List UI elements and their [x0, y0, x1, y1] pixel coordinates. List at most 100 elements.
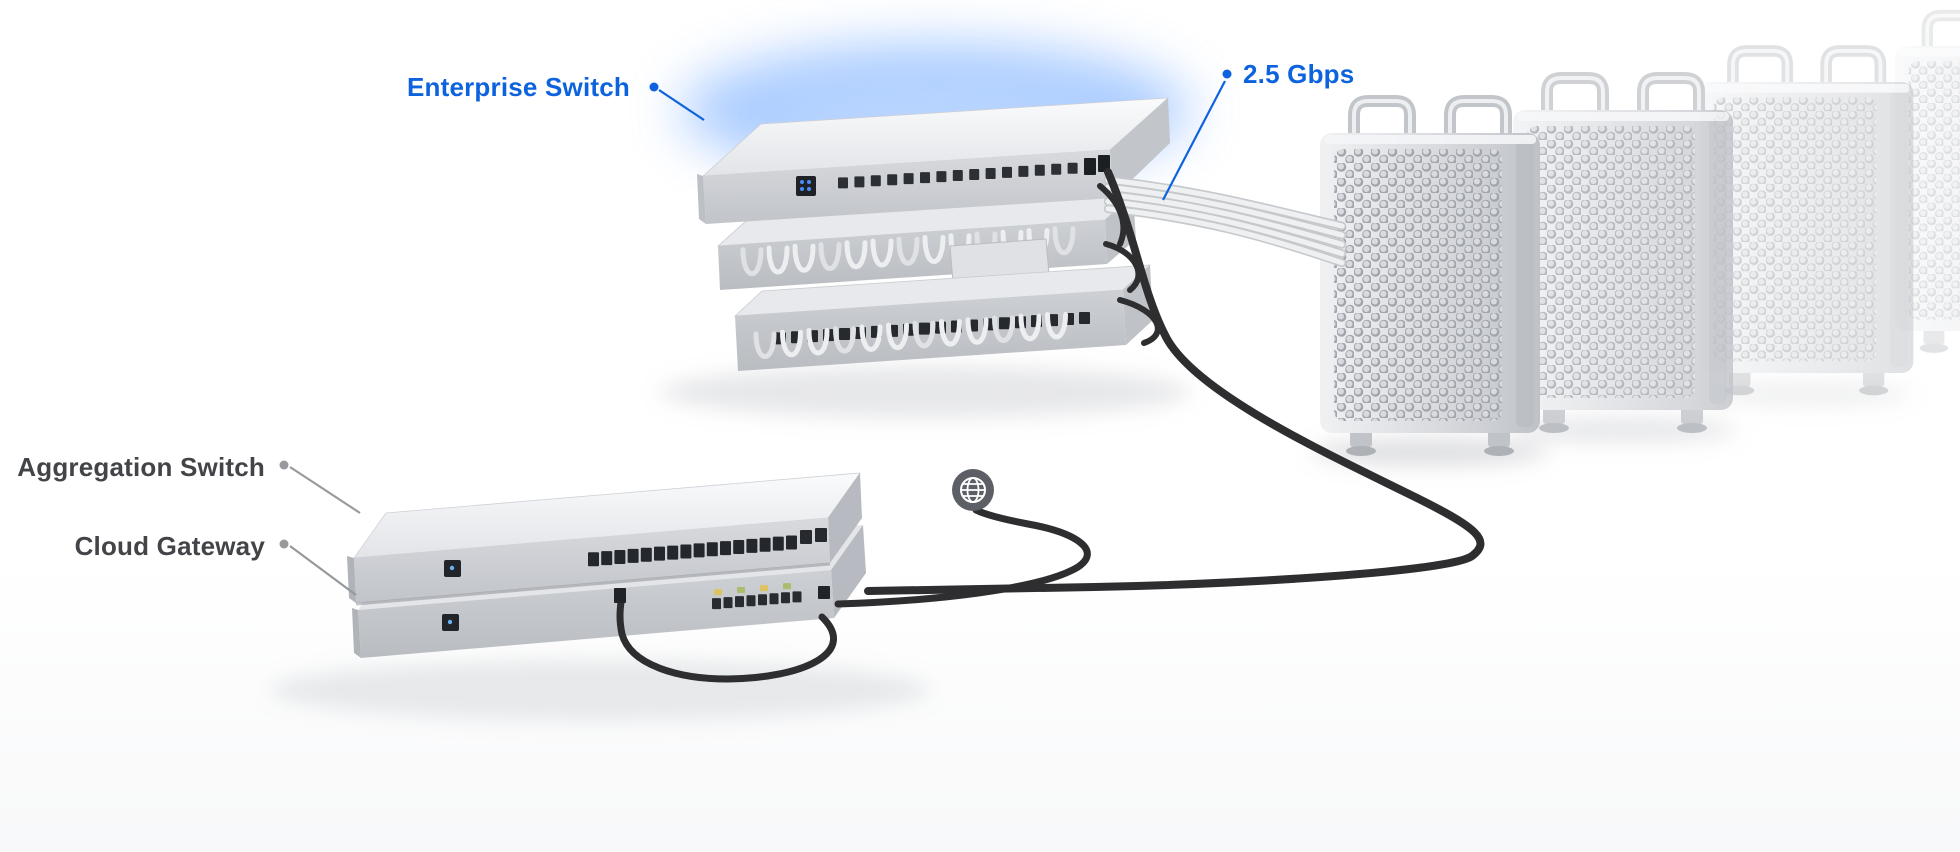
internet-cable	[834, 506, 1091, 608]
port	[758, 594, 767, 606]
speed-label: 2.5 Gbps	[1243, 59, 1355, 89]
cable-connector	[614, 588, 626, 603]
enterprise-switch-label: Enterprise Switch	[406, 72, 630, 102]
port	[693, 543, 705, 558]
port	[839, 328, 850, 341]
port	[746, 595, 756, 607]
aggregation-switch-device	[347, 472, 862, 606]
cable	[1105, 199, 1345, 257]
port	[737, 587, 745, 594]
workstation-tower-1	[1320, 101, 1540, 456]
port	[903, 173, 914, 185]
port	[714, 588, 722, 595]
port	[1067, 162, 1078, 174]
port	[733, 539, 745, 554]
cable	[896, 236, 920, 266]
cable	[939, 319, 962, 347]
port	[783, 583, 791, 590]
right-face	[831, 525, 866, 618]
port	[952, 170, 963, 182]
cables	[614, 168, 1485, 683]
leader-lines	[279, 69, 1232, 596]
patch-cables	[753, 311, 1068, 359]
workstation-tower-2	[1513, 78, 1733, 433]
port	[985, 167, 996, 179]
enterprise-leader-dot	[649, 82, 659, 92]
cable	[859, 324, 883, 352]
port	[1079, 311, 1090, 324]
cable	[1105, 177, 1345, 229]
port	[760, 585, 768, 592]
aggregation-leader-dot	[279, 460, 289, 470]
workstations	[1320, 16, 1960, 456]
port	[614, 550, 626, 565]
black-cables	[616, 168, 1485, 683]
cable	[740, 247, 764, 277]
cable	[792, 243, 816, 273]
sfp-port	[800, 530, 812, 544]
port	[854, 176, 865, 188]
sfp-port	[815, 528, 827, 542]
aggregation-leader-line	[289, 466, 361, 514]
cable	[1105, 191, 1345, 247]
port	[936, 171, 947, 183]
port	[735, 596, 744, 608]
port	[759, 537, 771, 552]
cable	[922, 234, 946, 264]
cable	[1018, 313, 1042, 341]
port-group	[712, 583, 830, 610]
cable	[912, 320, 936, 349]
cable	[870, 238, 894, 268]
right-face	[1110, 98, 1170, 198]
globe-icon	[952, 469, 994, 511]
port	[887, 174, 898, 186]
port	[667, 545, 679, 560]
port	[838, 177, 848, 189]
port	[1002, 166, 1012, 178]
cable-connector	[1084, 158, 1096, 175]
cable	[992, 315, 1015, 343]
cable	[1045, 311, 1068, 340]
floor-shading	[0, 560, 1960, 852]
enterprise-leader-line	[658, 89, 705, 121]
port-row	[588, 535, 797, 567]
right-face	[828, 473, 862, 563]
cable	[965, 317, 989, 345]
status-display	[796, 176, 816, 196]
port-row	[838, 162, 1078, 189]
cable	[1052, 226, 1076, 256]
port	[792, 591, 802, 603]
port	[919, 322, 930, 335]
port	[746, 538, 758, 553]
port	[654, 546, 665, 561]
switch-stack	[697, 97, 1170, 371]
gateway-patch-cable	[616, 598, 837, 683]
stack-seam	[355, 562, 831, 606]
port	[640, 547, 652, 562]
port	[969, 168, 980, 180]
left-face	[352, 608, 361, 658]
cable	[806, 327, 830, 356]
cable	[886, 322, 909, 350]
port	[818, 586, 830, 599]
speed-leader-dot	[1222, 69, 1232, 79]
port	[1018, 165, 1029, 177]
cable	[1105, 206, 1345, 266]
port	[588, 552, 599, 567]
port	[720, 541, 731, 556]
cable-connector	[1098, 155, 1110, 172]
port	[786, 535, 797, 550]
port	[627, 548, 639, 563]
enterprise-switch	[697, 97, 1170, 224]
port	[781, 592, 790, 604]
cable	[766, 245, 790, 275]
port	[712, 598, 721, 610]
speed-leader-line	[1162, 80, 1226, 201]
port	[1034, 164, 1045, 176]
gateway-leader-line	[289, 545, 357, 596]
port	[920, 172, 930, 184]
port	[769, 593, 779, 605]
gateway-stack	[347, 472, 866, 658]
aggregation-switch-label: Aggregation Switch	[17, 452, 265, 482]
